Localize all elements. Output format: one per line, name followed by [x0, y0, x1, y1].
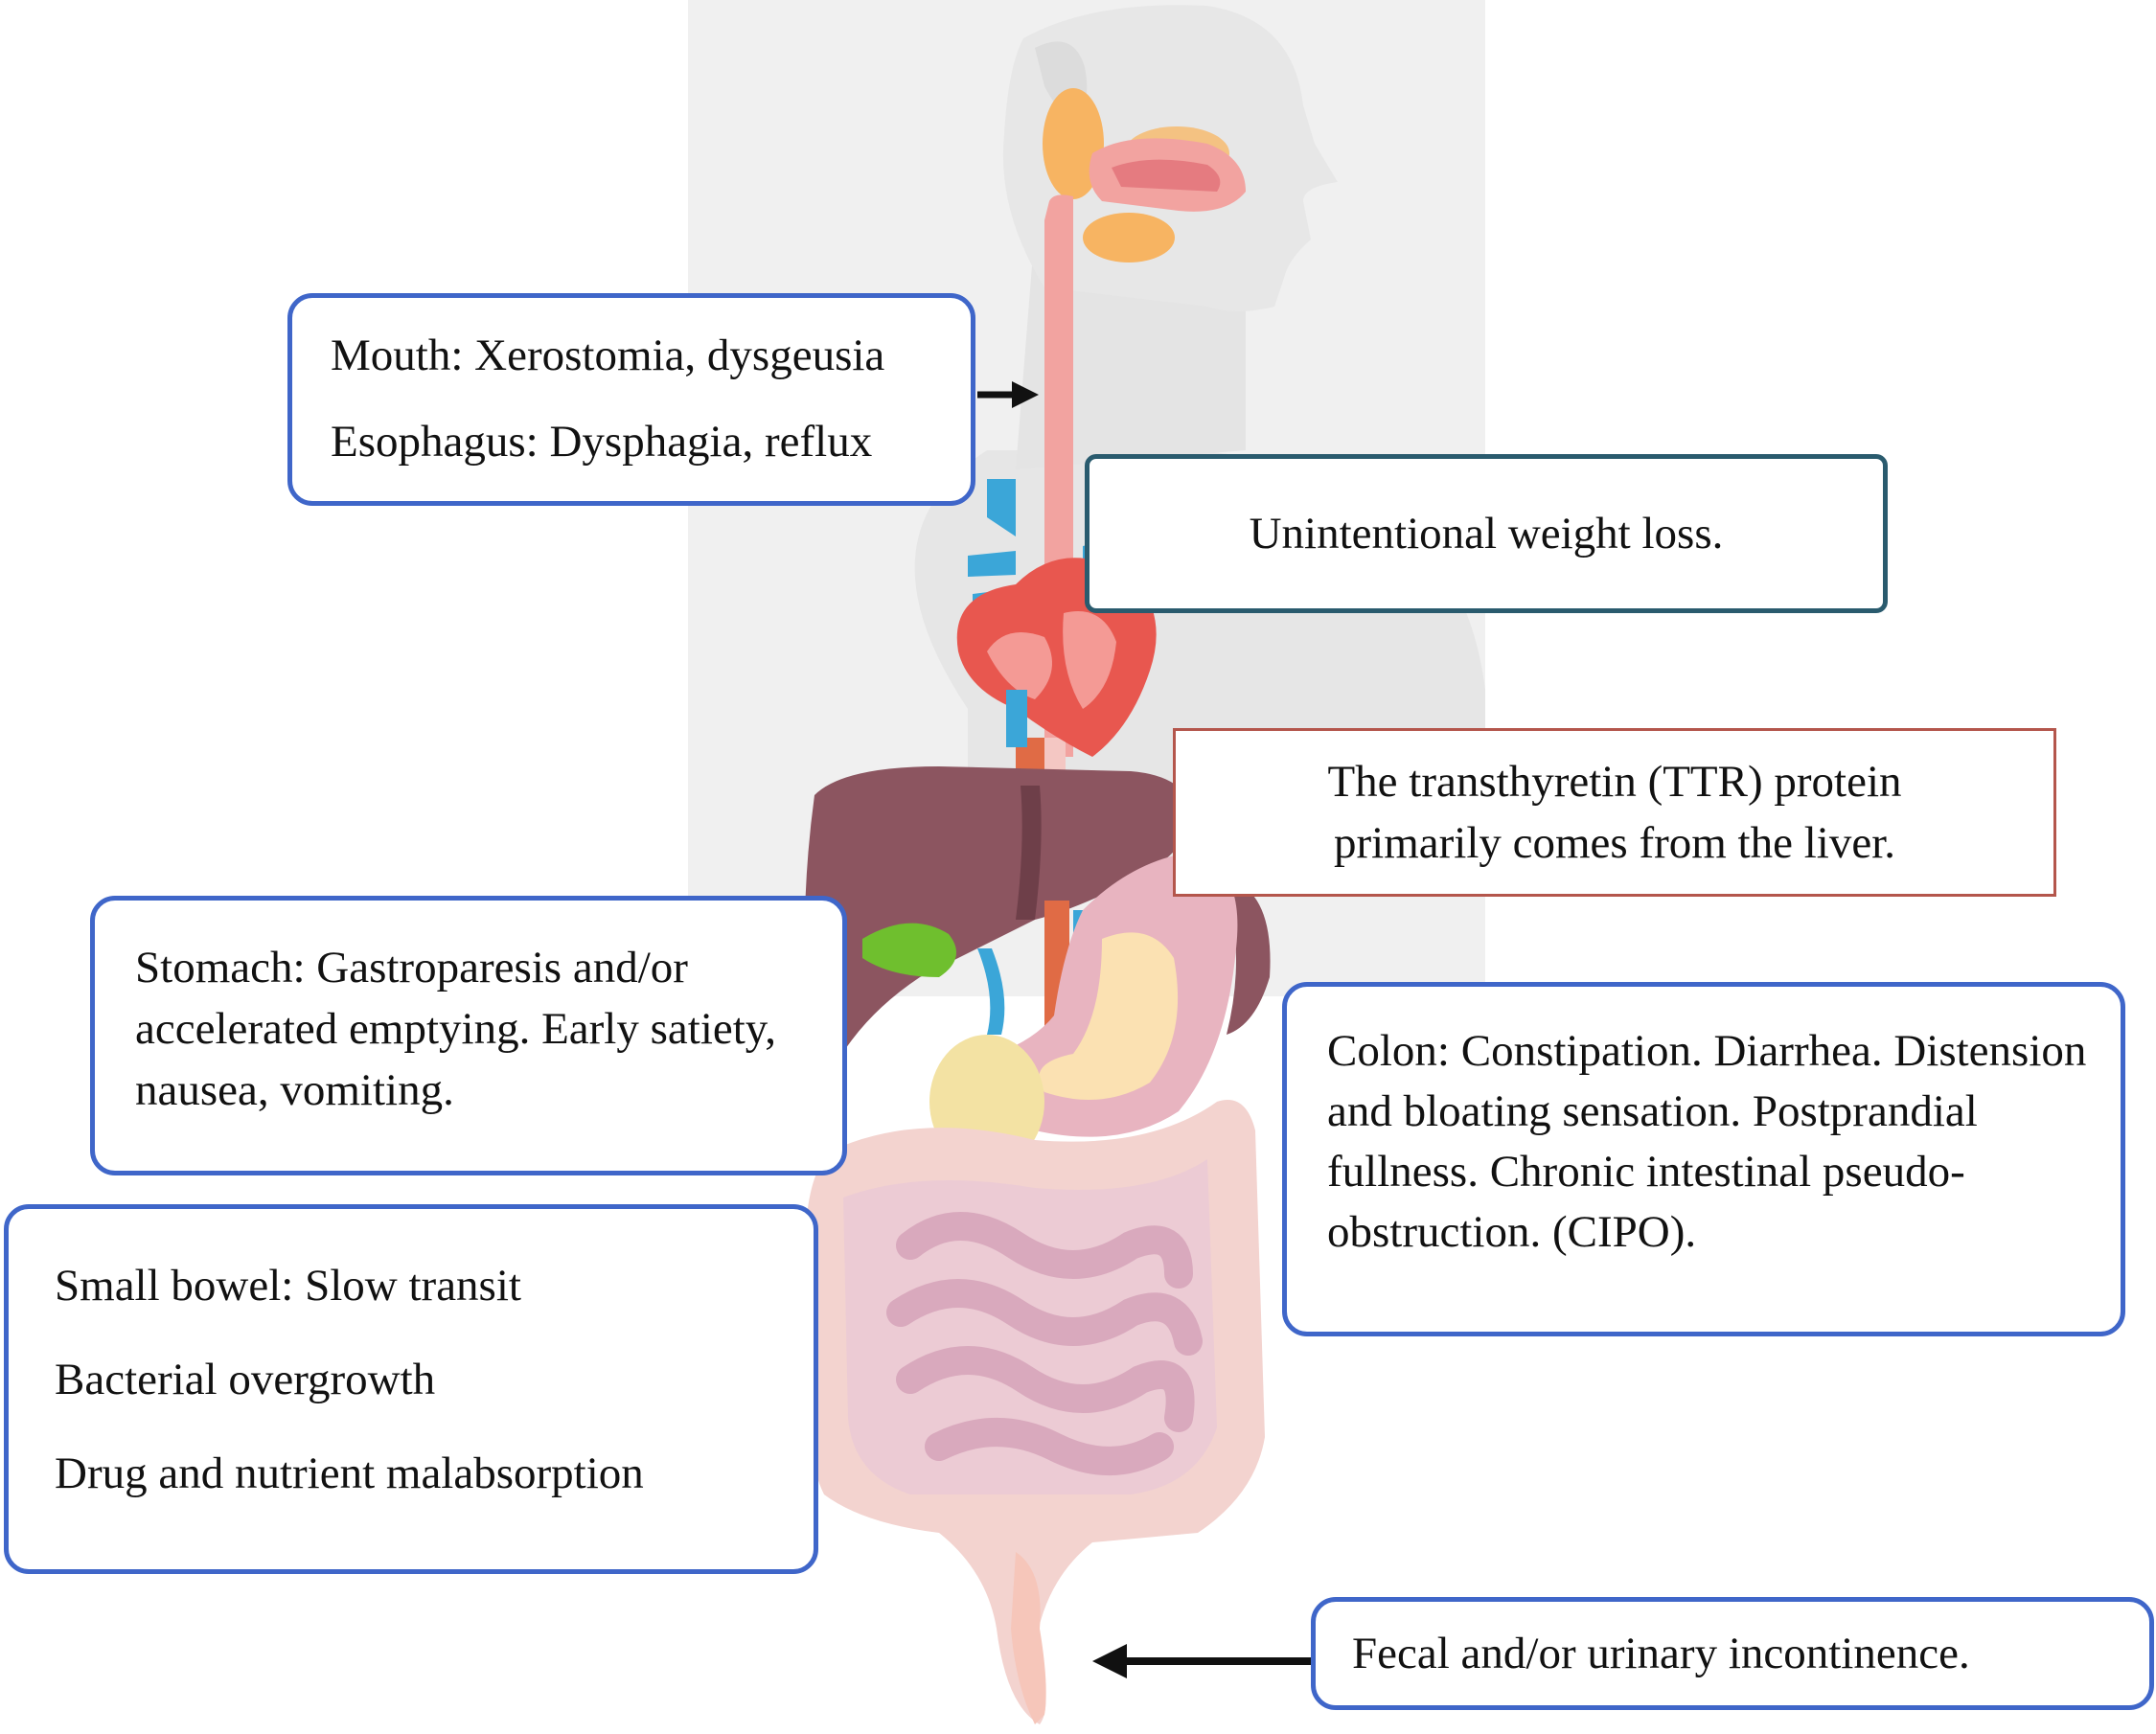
- small-intestine: [886, 1212, 1203, 1475]
- oral-cavity: [1089, 138, 1246, 212]
- incontinence-box: Fecal and/or urinary incontinence.: [1311, 1597, 2154, 1710]
- rectum: [1011, 1552, 1046, 1724]
- mouth-esophagus-box: Mouth: Xerostomia, dysgeusia Esophagus: …: [287, 293, 975, 506]
- small-bowel-box: Small bowel: Slow transit Bacterial over…: [4, 1204, 818, 1574]
- arrow-left-icon: [1092, 1644, 1311, 1678]
- small-bowel-line-3: Drug and nutrient malabsorption: [55, 1449, 644, 1498]
- stomach-label: Stomach: Gastroparesis and/or accelerate…: [135, 943, 776, 1115]
- small-bowel-line-1: Small bowel: Slow transit: [55, 1261, 521, 1311]
- liver: [804, 766, 1193, 1068]
- incontinence-label: Fecal and/or urinary incontinence.: [1352, 1629, 1970, 1678]
- colon-box: Colon: Constipation. Diarrhea. Distensio…: [1282, 982, 2125, 1336]
- ttr-line-1: The transthyretin (TTR) protein: [1327, 757, 1902, 807]
- spleen: [1227, 881, 1271, 1035]
- stomach: [988, 853, 1238, 1137]
- gallbladder: [862, 923, 956, 977]
- ttr-line-2: primarily comes from the liver.: [1333, 818, 1896, 868]
- stomach-box: Stomach: Gastroparesis and/or accelerate…: [90, 896, 847, 1175]
- ttr-liver-box: The transthyretin (TTR) protein primaril…: [1173, 728, 2056, 897]
- weight-loss-box: Unintentional weight loss.: [1085, 454, 1888, 613]
- mouth-label: Mouth: Xerostomia, dysgeusia: [331, 331, 885, 380]
- small-bowel-line-2: Bacterial overgrowth: [55, 1355, 436, 1404]
- weight-loss-label: Unintentional weight loss.: [1249, 509, 1724, 559]
- esophagus-label: Esophagus: Dysphagia, reflux: [331, 417, 873, 467]
- colon-label: Colon: Constipation. Diarrhea. Distensio…: [1327, 1026, 2087, 1257]
- arrow-right-icon: [977, 381, 1039, 408]
